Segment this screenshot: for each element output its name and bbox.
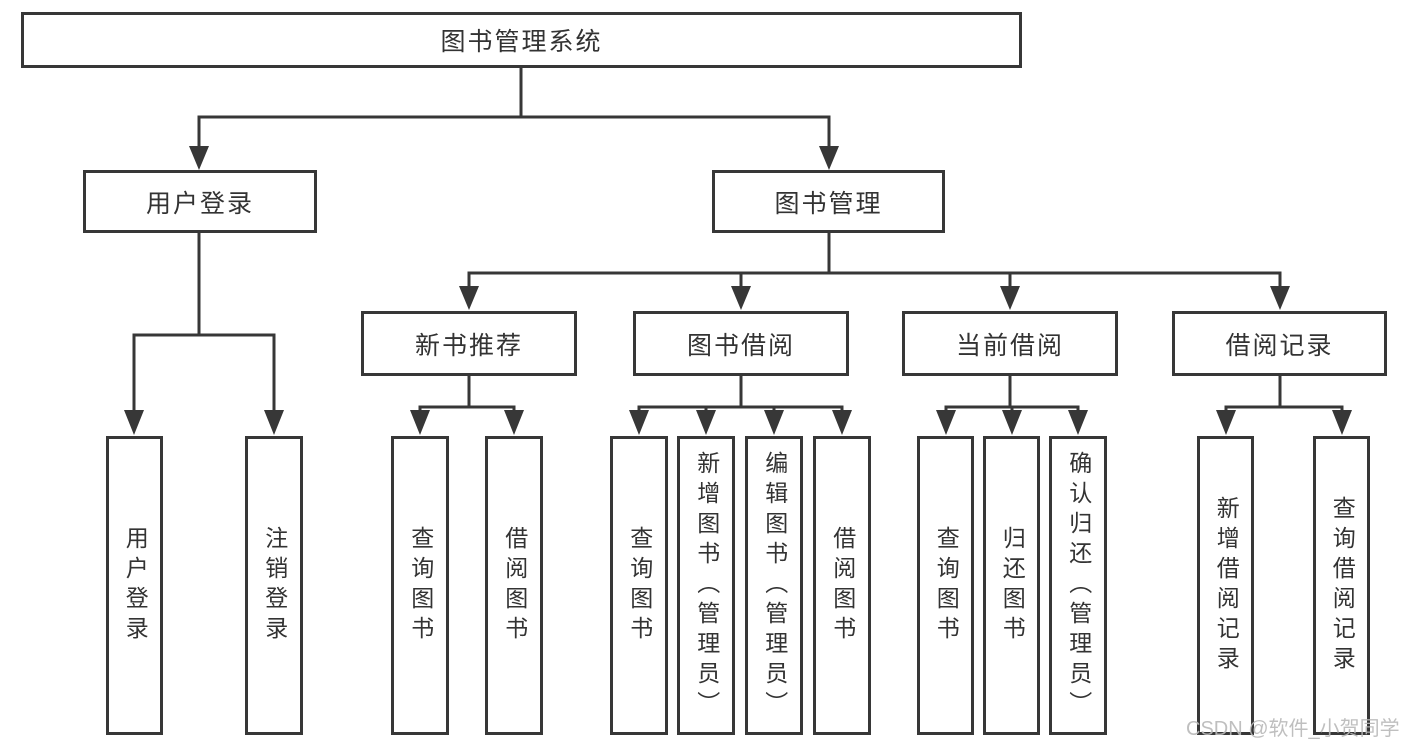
connector-book-mgmt-children <box>459 233 1290 310</box>
leaf-edit-book-admin: 编辑图书（管理员） <box>745 436 803 735</box>
node-label: 图书管理 <box>774 189 883 218</box>
leaf-borrow-book: 借阅图书 <box>813 436 871 735</box>
node-label: 借阅记录 <box>1225 331 1334 360</box>
connector-new-book-rec-children <box>410 376 524 435</box>
connector-borrow-records-children <box>1216 376 1352 435</box>
leaf-return-book: 归还图书 <box>983 436 1040 735</box>
leaf-add-book-admin: 新增图书（管理员） <box>677 436 735 735</box>
node-label: 查询图书 <box>407 525 434 646</box>
node-label: 用户登录 <box>145 189 254 218</box>
node-label: 注销登录 <box>261 525 288 646</box>
connector-book-borrow-children <box>629 376 852 435</box>
node-label: 查询图书 <box>933 525 960 646</box>
node-current-borrow: 当前借阅 <box>902 311 1118 376</box>
connector-user-login-children <box>124 233 284 435</box>
node-label: 用户登录 <box>122 525 149 646</box>
leaf-user-login: 用户登录 <box>106 436 163 735</box>
leaf-confirm-return-admin: 确认归还（管理员） <box>1049 436 1107 735</box>
connector-root-children <box>189 68 839 170</box>
node-label: 图书借阅 <box>686 331 795 360</box>
node-user-login: 用户登录 <box>83 170 317 233</box>
node-label: 新增借阅记录 <box>1213 495 1240 676</box>
node-label: 借阅图书 <box>501 525 528 646</box>
node-book-borrow: 图书借阅 <box>633 311 849 376</box>
connector-current-borrow-children <box>936 376 1088 435</box>
leaf-query-book-borrow: 查询图书 <box>610 436 668 735</box>
node-label: 新书推荐 <box>414 331 523 360</box>
leaf-query-book-current: 查询图书 <box>917 436 974 735</box>
leaf-query-book-recommend: 查询图书 <box>391 436 449 735</box>
node-new-book-recommend: 新书推荐 <box>361 311 577 376</box>
node-label: 图书管理系统 <box>440 28 603 56</box>
node-label: 确认归还（管理员） <box>1065 450 1092 721</box>
node-borrow-records: 借阅记录 <box>1172 311 1387 376</box>
node-label: 编辑图书（管理员） <box>761 450 788 721</box>
leaf-query-borrow-record: 查询借阅记录 <box>1313 436 1370 735</box>
node-library-system: 图书管理系统 <box>21 12 1022 68</box>
node-book-management: 图书管理 <box>712 170 945 233</box>
node-label: 当前借阅 <box>955 331 1064 360</box>
csdn-watermark: CSDN @软件_小贺同学 <box>1186 718 1400 740</box>
node-label: 新增图书（管理员） <box>693 450 720 721</box>
leaf-add-borrow-record: 新增借阅记录 <box>1197 436 1254 735</box>
node-label: 归还图书 <box>999 525 1026 646</box>
node-label: 查询借阅记录 <box>1329 495 1356 676</box>
node-label: 查询图书 <box>626 525 653 646</box>
leaf-logout: 注销登录 <box>245 436 303 735</box>
node-label: 借阅图书 <box>829 525 856 646</box>
leaf-borrow-book-recommend: 借阅图书 <box>485 436 543 735</box>
